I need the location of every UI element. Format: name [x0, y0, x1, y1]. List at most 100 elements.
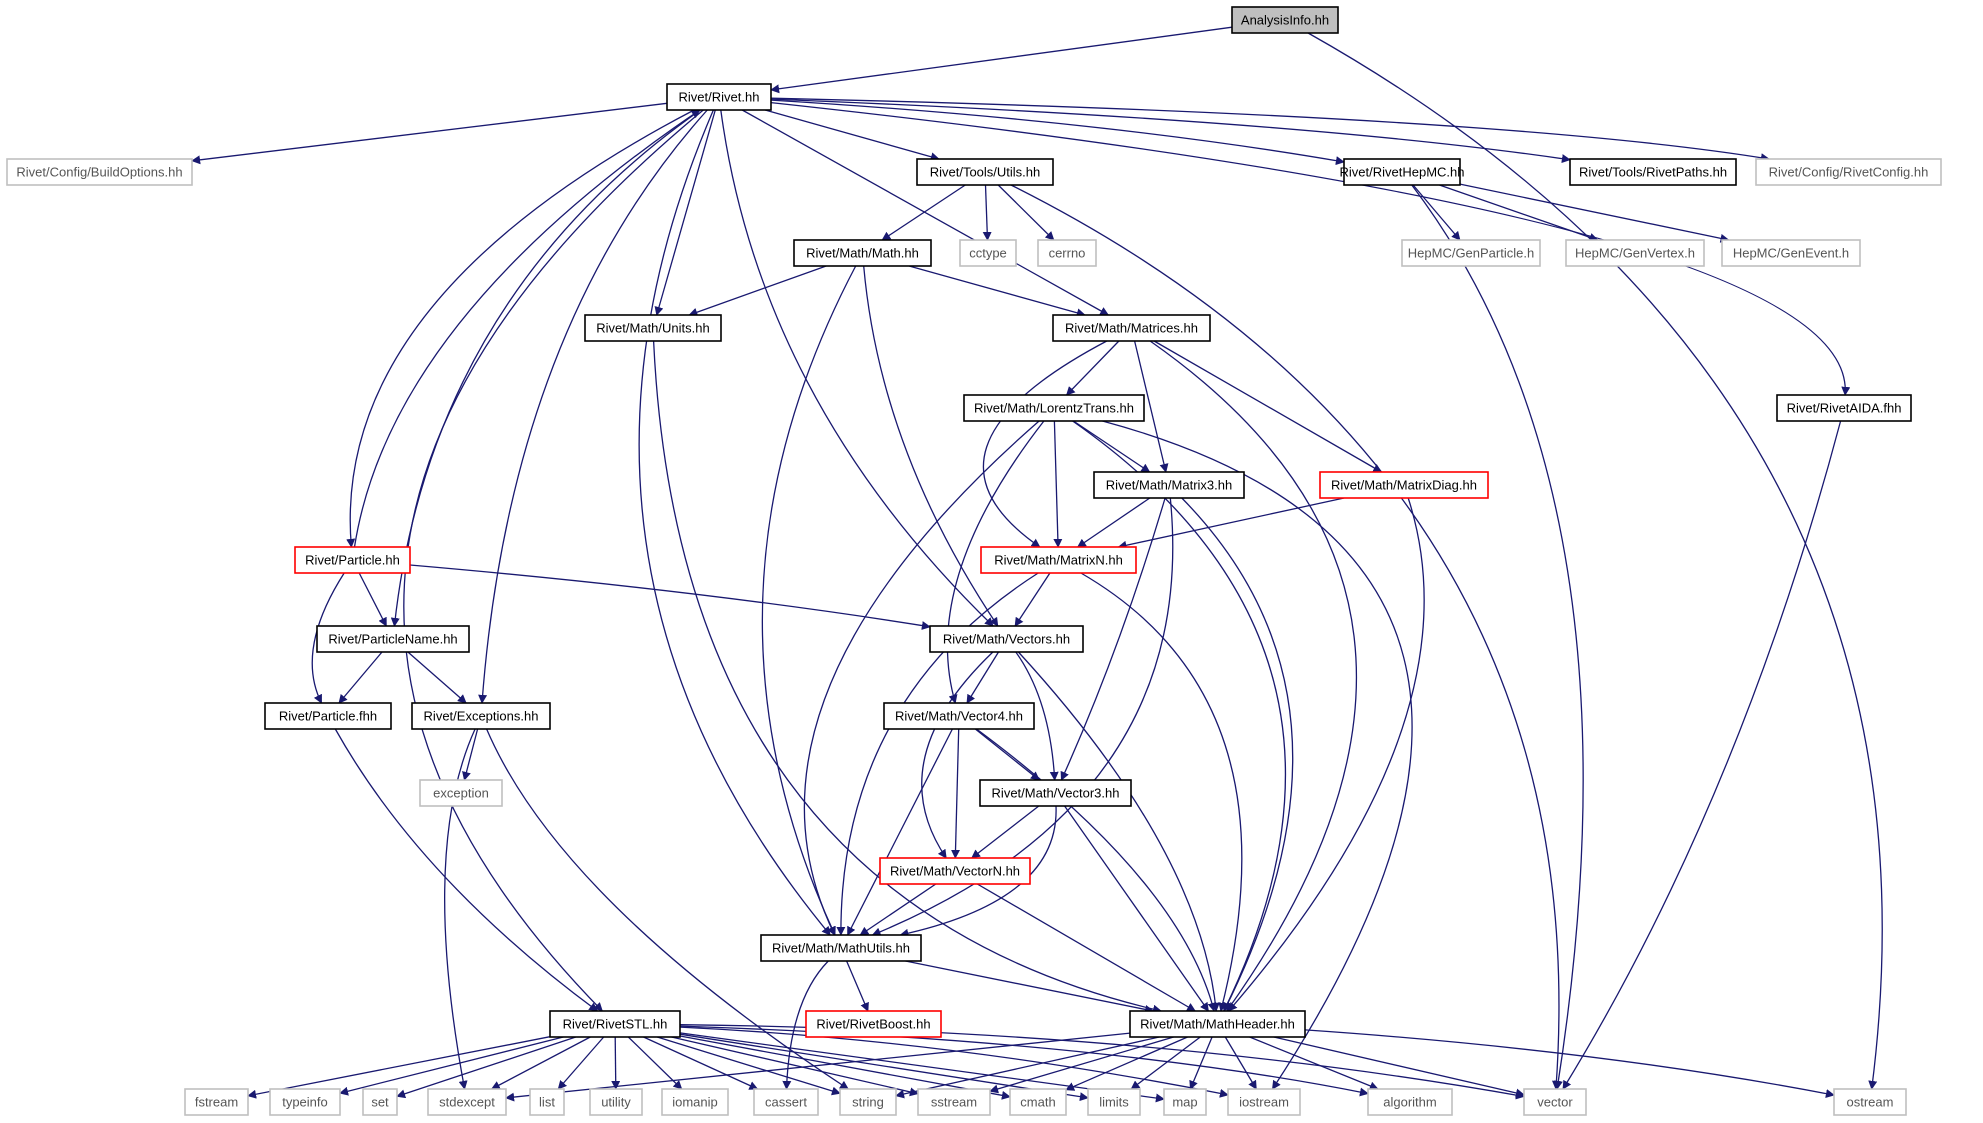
node-buildoptions: Rivet/Config/BuildOptions.hh — [6, 158, 193, 186]
node-analysisinfo[interactable]: AnalysisInfo.hh — [1231, 6, 1339, 34]
node-box-particlename[interactable] — [316, 625, 470, 653]
node-label-utils: Rivet/Tools/Utils.hh — [930, 165, 1041, 180]
node-box-rivet[interactable] — [666, 83, 772, 111]
node-box-list — [529, 1088, 565, 1116]
node-box-vectors[interactable] — [929, 625, 1084, 653]
edge-mathheader-to-map — [1189, 1036, 1213, 1090]
node-box-matrix3[interactable] — [1093, 471, 1245, 499]
node-list: list — [529, 1088, 565, 1116]
edge-vectors-to-vector3 — [1015, 651, 1059, 781]
node-label-list: list — [539, 1095, 555, 1110]
node-box-units[interactable] — [584, 314, 722, 342]
node-box-mathhh[interactable] — [793, 239, 932, 267]
edge-vectorn-to-mathheader — [976, 883, 1196, 1012]
node-mathheader[interactable]: Rivet/Math/MathHeader.hh — [1129, 1010, 1306, 1038]
node-particlefhh[interactable]: Rivet/Particle.fhh — [264, 702, 392, 730]
node-mathutils[interactable]: Rivet/Math/MathUtils.hh — [760, 934, 922, 962]
node-box-iostream — [1227, 1088, 1301, 1116]
edge-mathhh-to-mathutils — [761, 265, 857, 936]
edge-mathheader-to-cmath — [1065, 1036, 1188, 1091]
node-box-matrixdiag[interactable] — [1319, 471, 1489, 499]
node-box-rivetpaths[interactable] — [1569, 158, 1737, 186]
node-matrixn[interactable]: Rivet/Math/MatrixN.hh — [980, 546, 1137, 574]
edge-rivetstl-to-cmath — [679, 1035, 1011, 1100]
edge-mathheader-to-string — [895, 1036, 1160, 1099]
node-box-matrixn[interactable] — [980, 546, 1137, 574]
node-box-rivetboost[interactable] — [805, 1010, 942, 1038]
edge-particlename-to-exceptions — [407, 651, 467, 704]
node-rivetconfig: Rivet/Config/RivetConfig.hh — [1755, 158, 1942, 186]
node-utility: utility — [589, 1088, 643, 1116]
edge-rivet-to-rivetstl — [403, 109, 704, 1012]
node-box-exceptions[interactable] — [411, 702, 551, 730]
node-particle[interactable]: Rivet/Particle.hh — [294, 546, 411, 574]
node-box-vector — [1523, 1088, 1587, 1116]
node-vector4[interactable]: Rivet/Math/Vector4.hh — [883, 702, 1035, 730]
node-box-rivetaida[interactable] — [1776, 394, 1912, 422]
node-utils[interactable]: Rivet/Tools/Utils.hh — [916, 158, 1054, 186]
edge-rivetstl-to-fstream — [247, 1036, 551, 1099]
node-rivet[interactable]: Rivet/Rivet.hh — [666, 83, 772, 111]
node-label-vectorn: Rivet/Math/VectorN.hh — [890, 864, 1020, 879]
node-rivetstl[interactable]: Rivet/RivetSTL.hh — [549, 1010, 681, 1038]
node-box-fstream — [184, 1088, 249, 1116]
edge-vector4-to-vector3 — [974, 728, 1040, 781]
node-rivetboost[interactable]: Rivet/RivetBoost.hh — [805, 1010, 942, 1038]
node-box-vectorn[interactable] — [879, 857, 1031, 885]
node-label-set: set — [371, 1095, 389, 1110]
node-map: map — [1163, 1088, 1207, 1116]
node-box-vector3[interactable] — [979, 779, 1132, 807]
node-label-fstream: fstream — [195, 1095, 238, 1110]
node-label-buildoptions: Rivet/Config/BuildOptions.hh — [16, 165, 182, 180]
node-matrixdiag[interactable]: Rivet/Math/MatrixDiag.hh — [1319, 471, 1489, 499]
edge-mathheader-to-limits — [1130, 1036, 1201, 1090]
node-box-lorentz[interactable] — [963, 394, 1145, 422]
node-box-matrices[interactable] — [1052, 314, 1211, 342]
node-cerrno: cerrno — [1037, 239, 1097, 267]
node-rivethepmc[interactable]: Rivet/RivetHepMC.hh — [1340, 158, 1465, 186]
node-box-rivethepmc[interactable] — [1343, 158, 1461, 186]
node-exception: exception — [419, 779, 503, 807]
node-box-exception — [419, 779, 503, 807]
node-box-rivetconfig — [1755, 158, 1942, 186]
node-rivetpaths[interactable]: Rivet/Tools/RivetPaths.hh — [1569, 158, 1737, 186]
edge-particle-to-particlename — [358, 572, 387, 627]
node-box-buildoptions — [6, 158, 193, 186]
node-rivetaida[interactable]: Rivet/RivetAIDA.fhh — [1776, 394, 1912, 422]
edge-matrices-to-mathheader — [1149, 340, 1358, 1012]
node-genparticle: HepMC/GenParticle.h — [1401, 239, 1541, 267]
node-vector3[interactable]: Rivet/Math/Vector3.hh — [979, 779, 1132, 807]
edge-rivet-to-mathutils — [638, 109, 831, 936]
node-box-rivetstl[interactable] — [549, 1010, 681, 1038]
node-exceptions[interactable]: Rivet/Exceptions.hh — [411, 702, 551, 730]
node-matrix3[interactable]: Rivet/Math/Matrix3.hh — [1093, 471, 1245, 499]
edge-rivet-to-buildoptions — [191, 102, 668, 165]
node-box-utils[interactable] — [916, 158, 1054, 186]
node-matrices[interactable]: Rivet/Math/Matrices.hh — [1052, 314, 1211, 342]
node-vectorn[interactable]: Rivet/Math/VectorN.hh — [879, 857, 1031, 885]
node-units[interactable]: Rivet/Math/Units.hh — [584, 314, 722, 342]
node-box-analysisinfo[interactable] — [1231, 6, 1339, 34]
edge-rivetstl-to-list — [557, 1036, 605, 1090]
node-box-particle[interactable] — [294, 546, 411, 574]
node-box-utility — [589, 1088, 643, 1116]
node-box-mathutils[interactable] — [760, 934, 922, 962]
node-label-rivetpaths: Rivet/Tools/RivetPaths.hh — [1579, 165, 1727, 180]
edge-rivetstl-to-cassert — [643, 1036, 759, 1090]
node-label-matrix3: Rivet/Math/Matrix3.hh — [1106, 478, 1232, 493]
node-box-cmath — [1009, 1088, 1067, 1116]
node-box-vector4[interactable] — [883, 702, 1035, 730]
node-box-particlefhh[interactable] — [264, 702, 392, 730]
node-mathhh[interactable]: Rivet/Math/Math.hh — [793, 239, 932, 267]
edge-utils-to-vector — [1010, 184, 1561, 1090]
node-box-mathheader[interactable] — [1129, 1010, 1306, 1038]
node-lorentz[interactable]: Rivet/Math/LorentzTrans.hh — [963, 394, 1145, 422]
edge-vector3-to-mathutils — [899, 805, 1057, 938]
node-label-limits: limits — [1099, 1095, 1129, 1110]
edge-analysisinfo-to-rivet — [770, 26, 1233, 94]
node-vectors[interactable]: Rivet/Math/Vectors.hh — [929, 625, 1084, 653]
node-particlename[interactable]: Rivet/ParticleName.hh — [316, 625, 470, 653]
edge-exceptions-to-stdexcept — [443, 728, 476, 1090]
edge-particlefhh-to-rivetstl — [334, 728, 599, 1012]
edge-mathheader-to-stdexcept — [505, 1032, 1131, 1102]
